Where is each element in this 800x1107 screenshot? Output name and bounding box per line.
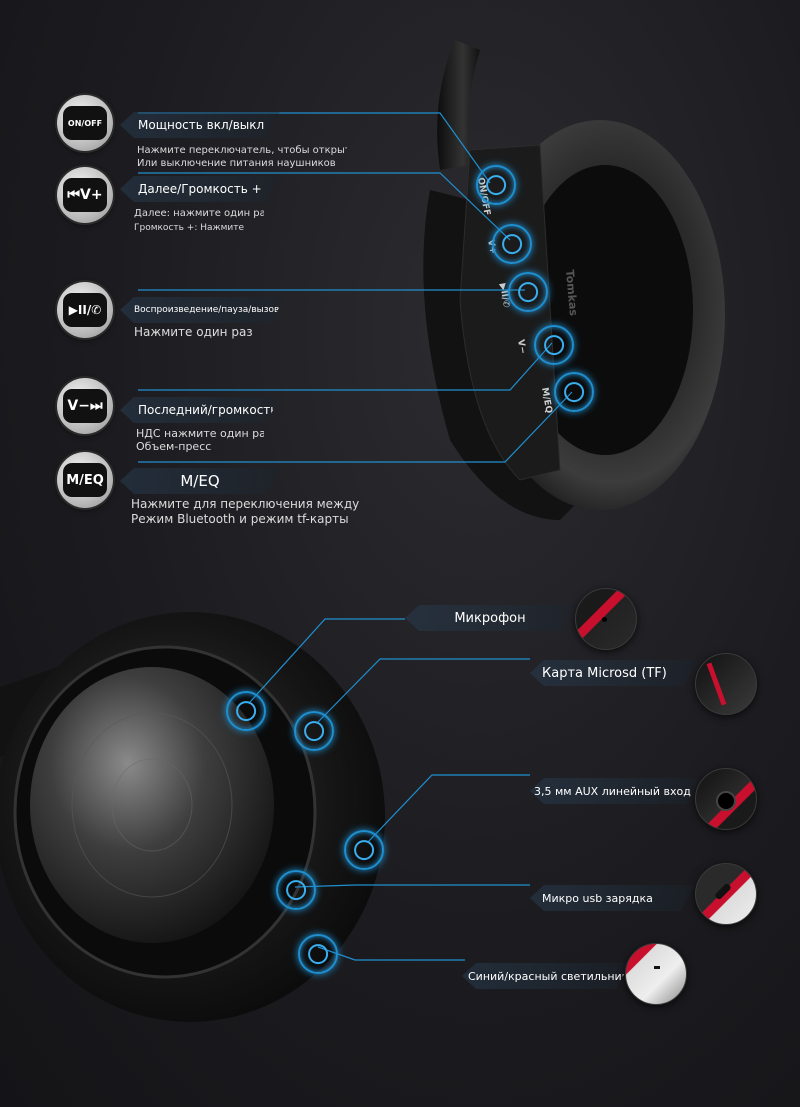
- microphone-thumbnail: [575, 588, 637, 650]
- usb-marker[interactable]: [276, 870, 316, 910]
- previous-volume-down-icon: V−⏭: [63, 389, 107, 423]
- previous-button-marker[interactable]: [534, 325, 574, 365]
- label-meq: M/EQ: [120, 468, 280, 494]
- play-pause-icon-circle: ▶II/✆: [57, 282, 113, 338]
- desc-play-1: Нажмите один раз: [134, 325, 253, 339]
- power-switch-icon: ON/OFF: [63, 106, 107, 140]
- usb-port-icon: [714, 882, 732, 901]
- usb-thumbnail: [695, 863, 757, 925]
- desc-power-2: Или выключение питания наушников: [137, 158, 336, 169]
- meq-icon-circle: M/EQ: [57, 452, 113, 508]
- sd-slot-icon: [706, 662, 727, 706]
- previous-volume-icon-circle: V−⏭: [57, 378, 113, 434]
- desc-meq-2: Режим Bluetooth и режим tf-карты: [131, 512, 349, 526]
- label-microsd: Карта Microsd (TF): [530, 660, 698, 686]
- aux-jack-icon: [716, 791, 736, 811]
- headphone-side-view: ON/OFF V+ ▶II/✆ V− M/EQ Tomkas: [138, 40, 725, 520]
- label-next-volume: Далее/Громкость +: [120, 176, 280, 202]
- label-usb: Микро usb зарядка: [530, 885, 695, 911]
- desc-prev-2: Объем-пресс: [136, 440, 212, 453]
- onoff-button-marker[interactable]: [476, 165, 516, 205]
- next-volume-icon-circle: ⏮V+: [57, 167, 113, 223]
- label-led: Синий/красный светильник: [462, 963, 630, 989]
- desc-power-1: Нажмите переключатель, чтобы открыть: [137, 145, 347, 156]
- desc-next-2: Громкость +: Нажмите: [134, 223, 245, 233]
- earcup-label-meq: M/EQ: [539, 387, 553, 415]
- mic-marker[interactable]: [226, 691, 266, 731]
- aux-thumbnail: [695, 768, 757, 830]
- aux-marker[interactable]: [344, 830, 384, 870]
- microsd-thumbnail: [695, 653, 757, 715]
- led-marker[interactable]: [298, 934, 338, 974]
- desc-next-1: Далее: нажмите один раз: [134, 208, 264, 219]
- label-power: Мощность вкл/выкл: [120, 112, 280, 138]
- meq-button-marker[interactable]: [554, 372, 594, 412]
- headphone-back-view: [0, 612, 530, 1022]
- play-pause-call-icon: ▶II/✆: [63, 293, 107, 327]
- mic-hole-icon: [602, 617, 607, 622]
- desc-prev-1: НДС нажмите один раз: [136, 427, 264, 440]
- onoff-icon-circle: ON/OFF: [57, 95, 113, 151]
- tf-slot-marker[interactable]: [294, 711, 334, 751]
- led-dot-icon: [654, 966, 660, 969]
- label-microphone: Микрофон: [405, 605, 575, 631]
- label-aux: 3,5 мм AUX линейный вход: [530, 778, 700, 804]
- earcup-label-vminus: V−: [515, 339, 527, 355]
- next-volume-up-icon: ⏮V+: [63, 178, 107, 212]
- label-previous-volume: Последний/громкость-: [120, 397, 280, 423]
- brand-text: Tomkas: [563, 269, 580, 317]
- play-button-marker[interactable]: [508, 272, 548, 312]
- mode-eq-icon: M/EQ: [63, 463, 107, 497]
- led-thumbnail: [625, 943, 687, 1005]
- desc-meq-1: Нажмите для переключения между: [131, 497, 360, 511]
- next-button-marker[interactable]: [492, 224, 532, 264]
- label-play-pause: Воспроизведение/пауза/вызов: [120, 297, 285, 323]
